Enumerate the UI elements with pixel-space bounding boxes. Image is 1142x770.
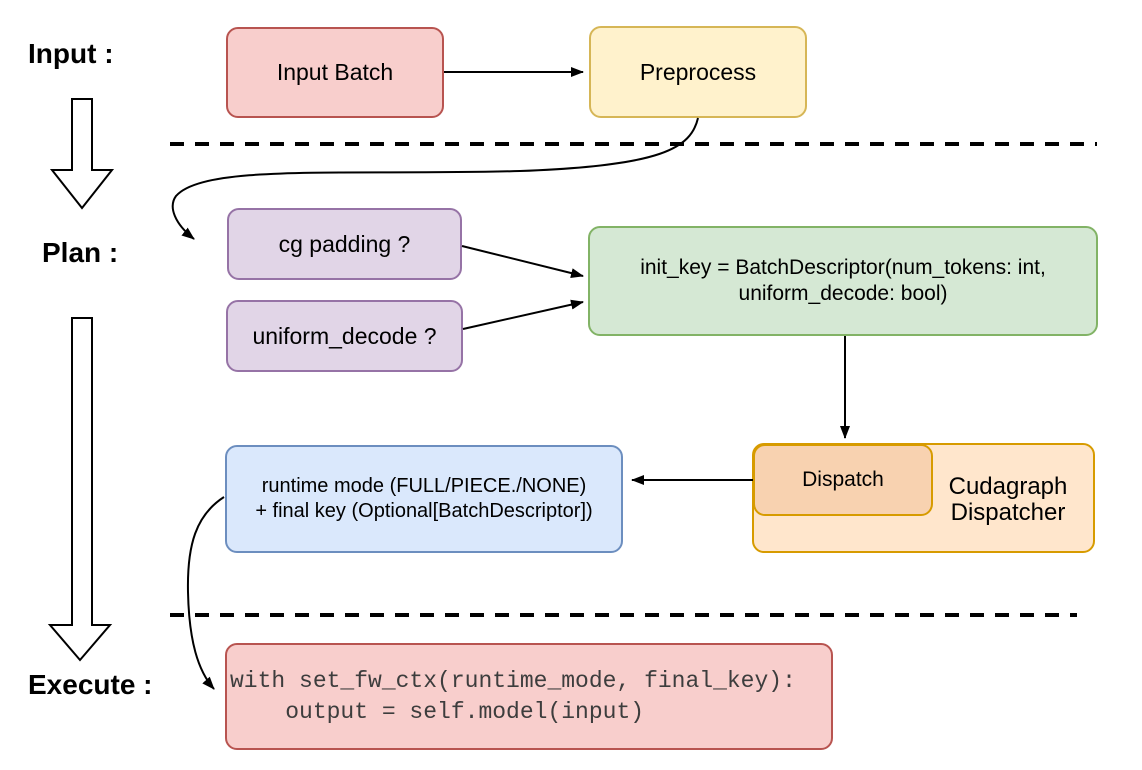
node-cg-padding-label: cg padding ? [278,230,411,257]
phase-label-input: Input : [28,38,114,69]
node-runtime-mode-line1: runtime mode (FULL/PIECE./NONE) [261,475,587,497]
execute-code-line2: output = self.model(input) [230,698,645,725]
phase-label-execute: Execute : [28,669,153,700]
node-input-batch: Input Batch [226,27,444,118]
block-arrow-plan-to-execute [47,317,113,662]
cudagraph-line1: Cudagraph [948,473,1068,500]
node-runtime-mode: runtime mode (FULL/PIECE./NONE) + final … [225,445,623,553]
node-dispatch: Dispatch [753,444,933,516]
node-init-key-line1: init_key = BatchDescriptor(num_tokens: i… [640,256,1046,279]
execute-code-line1: with set_fw_ctx(runtime_mode, final_key)… [230,667,796,694]
node-uniform-decode: uniform_decode ? [226,300,463,372]
arrow-uniformdecode-to-initkey [462,299,584,330]
block-arrow-input-to-plan [49,98,115,210]
node-input-batch-label: Input Batch [276,59,394,85]
phase-label-plan: Plan : [42,237,119,268]
node-cudagraph-dispatcher-label: Cudagraph Dispatcher [937,474,1079,526]
node-preprocess-label: Preprocess [639,58,757,85]
cudagraph-line2: Dispatcher [950,499,1066,526]
node-cg-padding: cg padding ? [227,208,462,280]
node-uniform-decode-label: uniform_decode ? [252,322,437,349]
node-runtime-mode-line2: + final key (Optional[BatchDescriptor]) [255,500,593,522]
node-dispatch-label: Dispatch [802,468,884,491]
arrow-cgpadding-to-initkey [461,245,584,278]
node-execute-code: with set_fw_ctx(runtime_mode, final_key)… [225,643,833,750]
node-preprocess: Preprocess [589,26,807,118]
node-init-key-line2: uniform_decode: bool) [738,282,948,305]
arrow-runtimemode-to-execute [186,496,225,690]
node-init-key: init_key = BatchDescriptor(num_tokens: i… [588,226,1098,336]
